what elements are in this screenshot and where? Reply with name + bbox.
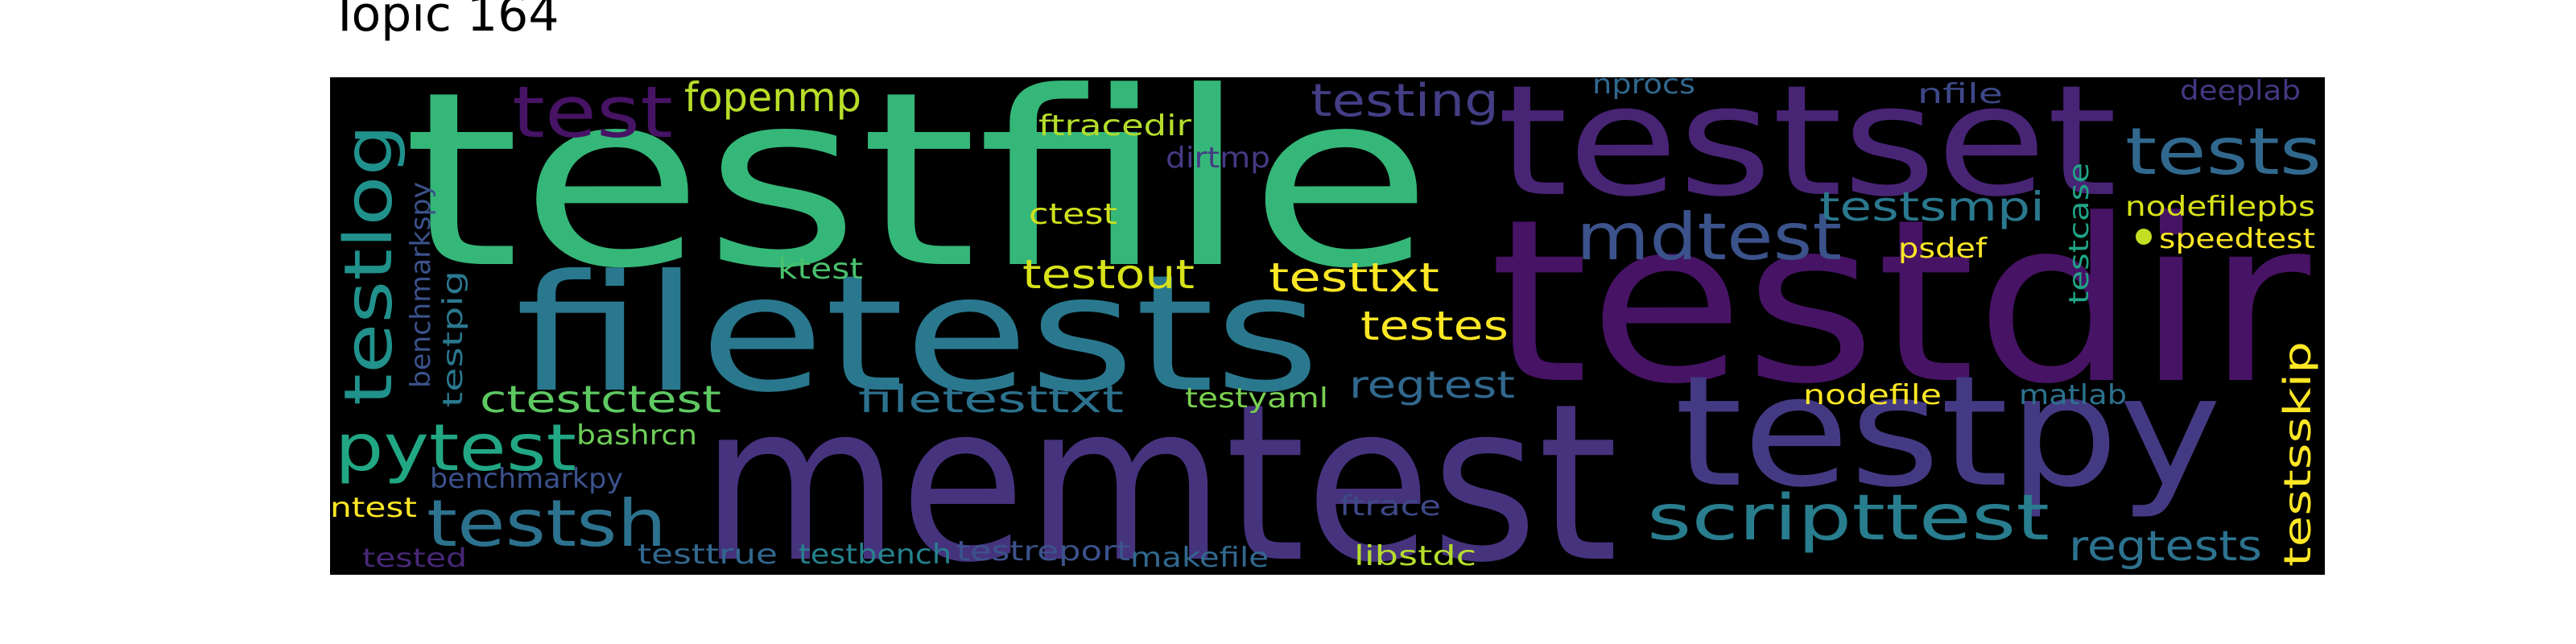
word-tests: tests [2125, 114, 2322, 189]
word-nfile: nfile [1918, 78, 2003, 110]
word-testfile: testfile [402, 77, 1433, 321]
word-nodefile: nodefile [1803, 379, 1942, 411]
word-benchmarkspy: benchmarkspy [405, 182, 437, 388]
dot-mark [2136, 229, 2152, 245]
word-ktest: ktest [778, 253, 863, 286]
word-regtests: regtests [2069, 522, 2262, 571]
word-testreport: testreport [956, 535, 1130, 568]
word-benchmarkpy: benchmarkpy [430, 463, 623, 495]
word-testtrue: testtrue [638, 539, 778, 571]
word-testset: testset [1497, 77, 2117, 230]
word-ftrace: ftrace [1340, 490, 1441, 522]
word-fopenmp: fopenmp [684, 77, 861, 121]
word-ntest: ntest [330, 492, 417, 524]
word-testcase: testcase [2063, 163, 2095, 304]
word-testpy: testpy [1674, 343, 2222, 521]
word-ftracedir: ftracedir [1038, 109, 1191, 142]
word-testpig: testpig [437, 270, 469, 407]
word-regtest: regtest [1349, 363, 1515, 407]
word-memtest: memtest [700, 357, 1618, 575]
word-filetesttxt: filetesttxt [858, 378, 1124, 421]
word-makefile: makefile [1130, 542, 1269, 574]
word-scripttest: scripttest [1647, 482, 2050, 555]
word-matlab: matlab [2019, 379, 2127, 411]
word-ctestctest: ctestctest [480, 378, 721, 421]
word-mdtest: mdtest [1576, 200, 1842, 275]
word-bashrcn: bashrcn [576, 419, 697, 452]
word-testes: testes [1360, 303, 1509, 349]
word-deeplab: deeplab [2180, 77, 2301, 107]
word-testout: testout [1022, 251, 1195, 298]
word-libstdc: libstdc [1354, 540, 1476, 572]
word-testyaml: testyaml [1185, 382, 1328, 415]
word-testsh: testsh [427, 486, 667, 561]
word-test: test [512, 77, 673, 154]
word-testing: testing [1311, 77, 1499, 127]
word-cloud: testfile testset testdir memtest filetes… [330, 77, 2325, 575]
word-tested: tested [362, 543, 467, 573]
word-dirtmp: dirtmp [1166, 142, 1270, 175]
word-speedtest: speedtest [2159, 223, 2315, 255]
word-psdef: psdef [1898, 233, 1988, 265]
word-nodefilepbs: nodefilepbs [2125, 191, 2315, 223]
word-pytest: pytest [335, 411, 576, 485]
word-nprocs: nprocs [1592, 77, 1695, 101]
word-testsmpi: testsmpi [1819, 184, 2045, 230]
word-testsskip: testsskip [2276, 341, 2319, 567]
word-testbench: testbench [799, 539, 952, 571]
word-testtxt: testtxt [1269, 254, 1439, 301]
word-testlog: testlog [331, 124, 407, 406]
word-filetests: filetests [515, 241, 1320, 428]
word-ctest: ctest [1029, 198, 1117, 231]
chart-title: Topic 164 [330, 0, 559, 43]
word-testdir: testdir [1489, 171, 2313, 434]
